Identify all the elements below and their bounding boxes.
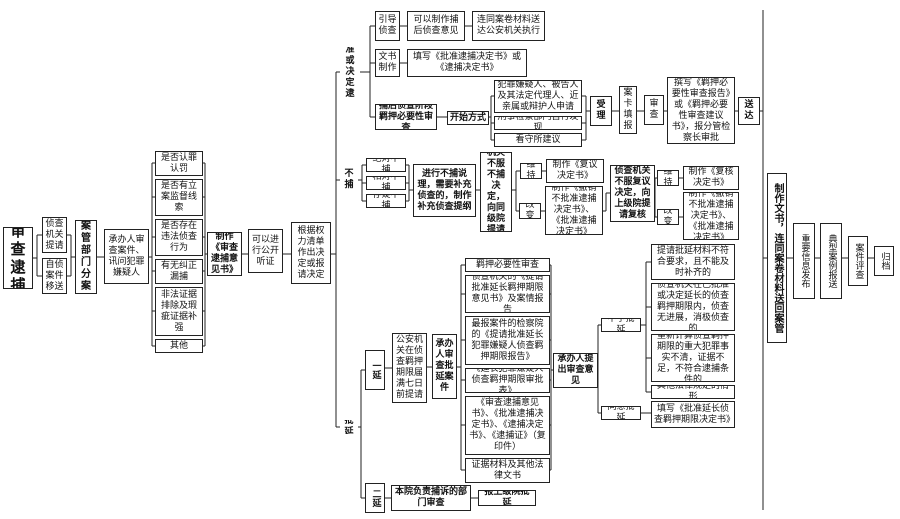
police-review-box: 侦查机关不服不捕决定，向同级院提请复议 — [480, 152, 512, 232]
first-req-box: 公安机关在侦查羁押期限届满七日前提请 — [392, 333, 427, 403]
decide-box: 根据权力清单作出决定或报请决定 — [291, 222, 331, 284]
check-box-4: 非法证据排除及瑕疵证据补强 — [155, 287, 203, 336]
mat-box-1: 侦查机关的《提请批准延长羁押期限意见书》及案情报告 — [465, 275, 550, 313]
agree-doc-box: 填写《批准延长侦查羁押期限决定书》 — [651, 401, 735, 428]
intake-police-box: 侦查机关提请 — [42, 217, 67, 253]
explain-box: 进行不捕说理，需要补充侦查的，制作补充侦查提纲 — [413, 164, 476, 217]
card-box: 案卡填报 — [619, 86, 637, 134]
undertaker-box: 承办人审查案件、讯问犯罪嫌疑人 — [104, 229, 149, 284]
approve-label: 批准或决定逮捕 — [345, 47, 355, 97]
change-box: 改变 — [519, 203, 541, 219]
upper-review-box: 侦查机关不服复议决定，向上级院提请复核 — [610, 165, 655, 222]
type-box-1: 相对不捕 — [366, 176, 406, 190]
check-box-1: 是否有立案监督线索 — [155, 179, 203, 216]
change2-box: 改变 — [657, 209, 679, 225]
archive-box: 归档 — [874, 246, 894, 276]
start-1-box: 刑事检察部门自行发现 — [494, 116, 582, 130]
type-box-0: 绝对不捕 — [366, 158, 406, 172]
opinion-box: 制作《审查逮捕意见书》 — [207, 232, 242, 276]
guide-opinion-box: 可以制作捕后侦查意见 — [407, 11, 465, 41]
evaluate-box: 案件评查 — [848, 236, 868, 286]
review-box: 捕后侦查阶段羁押必要性审查 — [375, 104, 437, 130]
ext-opinion-box: 承办人提出审查意见 — [553, 353, 598, 388]
guide-box: 引导侦查 — [375, 11, 400, 41]
mat-box-2: 最报案件的检察院的《提请批准延长犯罪嫌疑人侦查羁押期限报告》 — [465, 316, 550, 365]
check-box-3: 有无纠正漏捕 — [155, 259, 203, 284]
reject-box: 不予批延 — [601, 318, 641, 332]
noarrest-label: 不捕 — [344, 169, 354, 190]
second-org-box: 本院负责捕诉的部门审查 — [391, 485, 471, 511]
report-box: 典型案例报送 — [820, 223, 842, 299]
extend-label: 批延 — [344, 420, 354, 434]
mat-box-4: 《审查逮捕意见书》、《批准逮捕决定书》、《逮捕决定书》、《逮捕证》（复印件） — [465, 396, 550, 455]
reason-box-2: 重新计算侦查羁押期限的重大犯罪事实不清，证据不足，不符合逮捕条件的 — [651, 334, 735, 382]
mat-box-5: 证据材料及其他法律文书 — [465, 458, 550, 483]
write-box: 撰写《羁押必要性审查报告》或《羁押必要性审查建议书》，报分管检察长审批 — [667, 77, 735, 144]
agree-box: 同意批延 — [601, 406, 641, 420]
keep2-box: 维持 — [657, 170, 679, 186]
guide-send-box: 连同案卷材料送达公安机关执行 — [472, 11, 545, 41]
keep-doc-box: 制作《复议决定书》 — [546, 159, 604, 183]
publish-box: 重要信息发布 — [793, 223, 815, 299]
check-box-0: 是否认罪认罚 — [155, 151, 203, 176]
start-2-box: 看守所建议 — [494, 133, 582, 147]
change-doc-box: 制作《撤销不批准逮捕决定书》、《批准逮捕决定书》 — [545, 186, 603, 235]
first-box: 一延 — [365, 350, 385, 390]
intake-self-box: 自侦案件移送 — [42, 258, 67, 294]
mat-box-3: 《延长犯罪嫌疑人侦查羁押期限审批表》 — [465, 368, 550, 393]
keep2-doc-box: 制作《复核决定书》 — [683, 166, 739, 190]
second-box: 二延 — [365, 483, 385, 513]
check-box-5: 其他 — [155, 339, 203, 353]
root-box: 审查逮捕 — [3, 227, 33, 289]
reason-box-3: 其他法律规定的情形 — [651, 385, 735, 399]
doc-fill-box: 填写《批准逮捕决定书》或《逮捕决定书》 — [407, 49, 527, 77]
second-report-box: 报上级院批延 — [478, 490, 536, 506]
check-box-2: 是否存在违法侦查行为 — [155, 219, 203, 256]
accept-box: 受理 — [590, 96, 612, 126]
start-0-box: 犯罪嫌疑人、被告人及其法定代理人、近亲属或辩护人申请 — [494, 80, 582, 113]
doc-box: 文书制作 — [375, 49, 400, 77]
mat-box-0: 羁押必要性审查 — [465, 258, 550, 272]
deliver-box: 送达 — [738, 97, 760, 125]
type-box-2: 存疑不捕 — [366, 194, 406, 208]
reason-box-1: 侦查机关在已批准或决定延长的侦查羁押期限内，侦查无进展，消极侦查的 — [651, 283, 735, 331]
reason-box-0: 提请批延材料不符合要求，且不能及时补齐的 — [651, 244, 735, 280]
start-box: 开始方式 — [447, 111, 489, 125]
change2-doc-box: 制作《撤销不批准逮捕决定书》、《批准逮捕决定书》 — [683, 192, 739, 240]
case-dept-box: 案管部门分案 — [75, 220, 97, 294]
hearing-box: 可以进行公开听证 — [248, 229, 283, 273]
examine-box: 审查 — [644, 95, 664, 125]
keep-box: 维持 — [520, 163, 542, 179]
undertaker-review-box: 承办人审查批延案件 — [432, 334, 457, 399]
send-back-box: 制作文书，连同案卷材料送回案管 — [767, 173, 787, 343]
